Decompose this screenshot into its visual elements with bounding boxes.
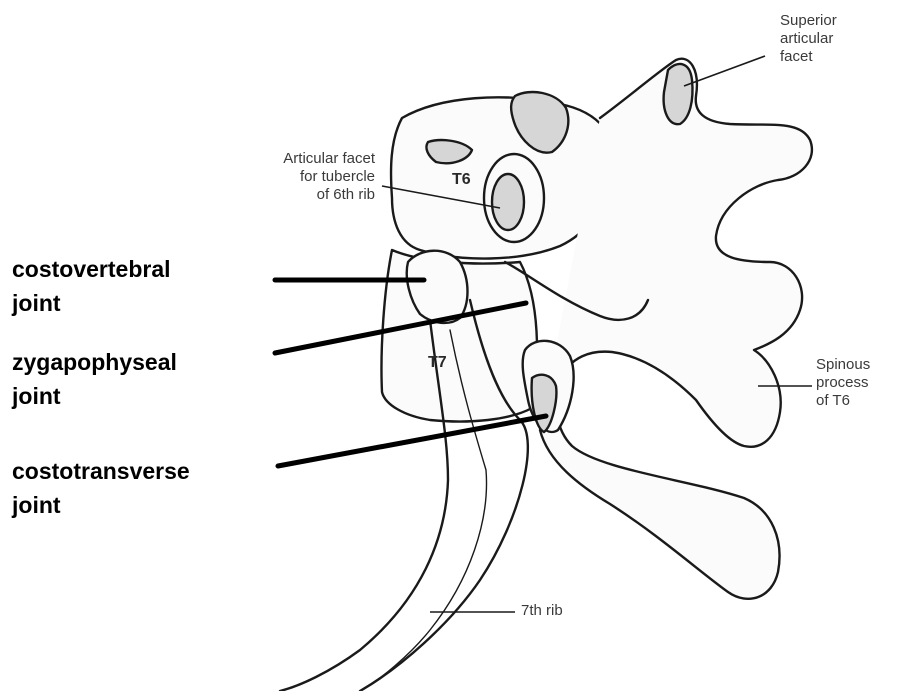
tubercle-facet-inner: [492, 174, 524, 230]
annotation-costotransverse-joint: costotransverse joint: [12, 454, 190, 522]
pointer-costotransverse: [278, 416, 546, 466]
label-t7: T7: [428, 354, 447, 372]
annotation-zygapophyseal-joint: zygapophyseal joint: [12, 345, 177, 413]
label-7th-rib: 7th rib: [521, 602, 563, 620]
annotation-costovertebral-joint: costovertebral joint: [12, 252, 171, 320]
label-superior-articular-facet: Superior articular facet: [780, 12, 837, 66]
superior-articular-facet-shape: [664, 64, 693, 124]
label-spinous-process: Spinous process of T6: [816, 356, 870, 410]
label-t6: T6: [452, 171, 471, 189]
label-articular-facet-tubercle: Articular facet for tubercle of 6th rib: [220, 150, 375, 204]
